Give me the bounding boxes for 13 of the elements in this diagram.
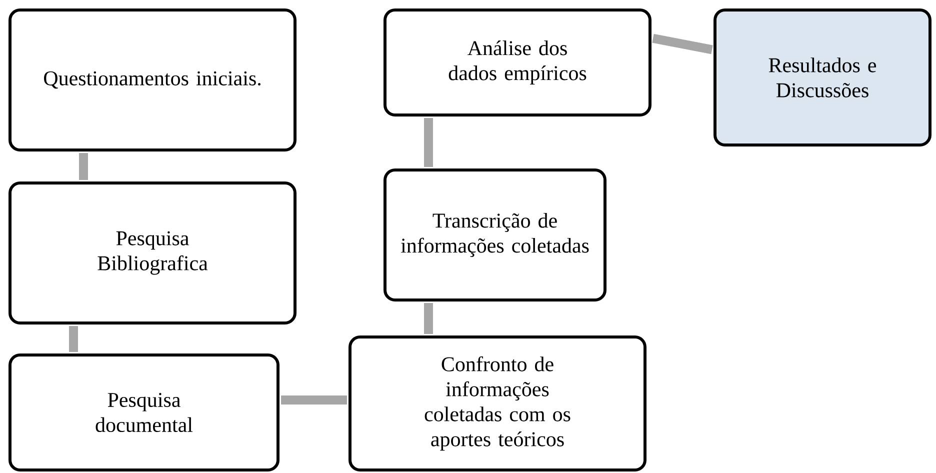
process-box: Resultados e Discussões <box>714 8 932 146</box>
process-box: Confronto de informações coletadas com os aportes teóricos <box>348 336 646 472</box>
connector <box>281 395 347 404</box>
connector <box>652 34 713 54</box>
process-box: Questionamentos iniciais. <box>8 8 296 152</box>
process-box: Análise dos dados empíricos <box>384 8 652 116</box>
connector <box>424 302 433 334</box>
process-box: Transcrição de informações coletadas <box>384 168 606 302</box>
process-box: Pesquisa documental <box>8 353 280 472</box>
connector <box>69 326 78 352</box>
process-box: Pesquisa Bibliografica <box>8 181 296 324</box>
connector <box>424 118 433 167</box>
connector <box>79 153 88 180</box>
